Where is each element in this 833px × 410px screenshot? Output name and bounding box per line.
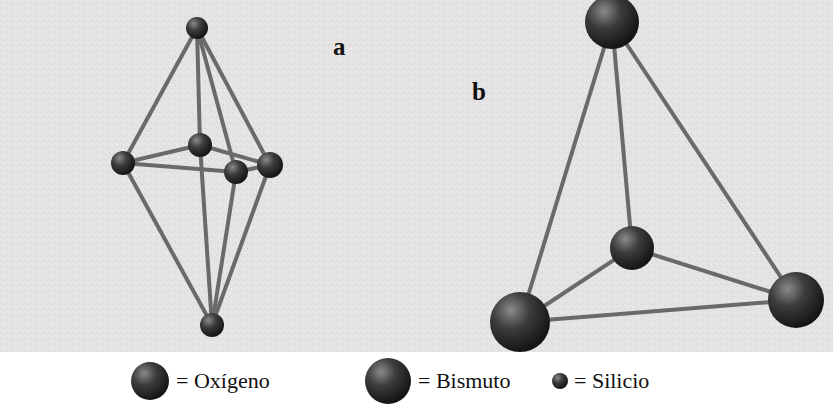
legend-spheres xyxy=(131,358,568,404)
atom-sphere xyxy=(585,0,639,49)
bond xyxy=(520,22,612,322)
bond xyxy=(520,300,796,322)
legend-sphere xyxy=(552,373,568,389)
bond xyxy=(123,163,212,325)
panel-label: a xyxy=(333,33,346,61)
legend-text: = Silicio xyxy=(574,368,649,394)
bond xyxy=(197,28,200,145)
legend-text: = Oxígeno xyxy=(176,368,270,394)
atom-sphere xyxy=(768,272,824,328)
panel-label: b xyxy=(472,78,486,106)
bonds xyxy=(123,22,796,325)
atom-sphere xyxy=(186,17,208,39)
legend-sphere xyxy=(131,362,169,400)
bond xyxy=(200,145,212,325)
atom-sphere xyxy=(610,226,654,270)
photo-ground xyxy=(0,0,833,352)
bond xyxy=(212,172,236,325)
bond xyxy=(123,163,236,172)
atom-sphere xyxy=(188,133,212,157)
bond xyxy=(612,22,632,248)
bond xyxy=(123,28,197,163)
atom-sphere xyxy=(200,313,224,337)
atoms xyxy=(111,0,824,352)
legend-text: = Bismuto xyxy=(418,368,510,394)
atom-sphere xyxy=(224,160,248,184)
atom-sphere xyxy=(257,152,283,178)
legend-sphere xyxy=(365,358,411,404)
bond xyxy=(212,165,270,325)
atom-sphere xyxy=(490,292,550,352)
atom-sphere xyxy=(111,151,135,175)
